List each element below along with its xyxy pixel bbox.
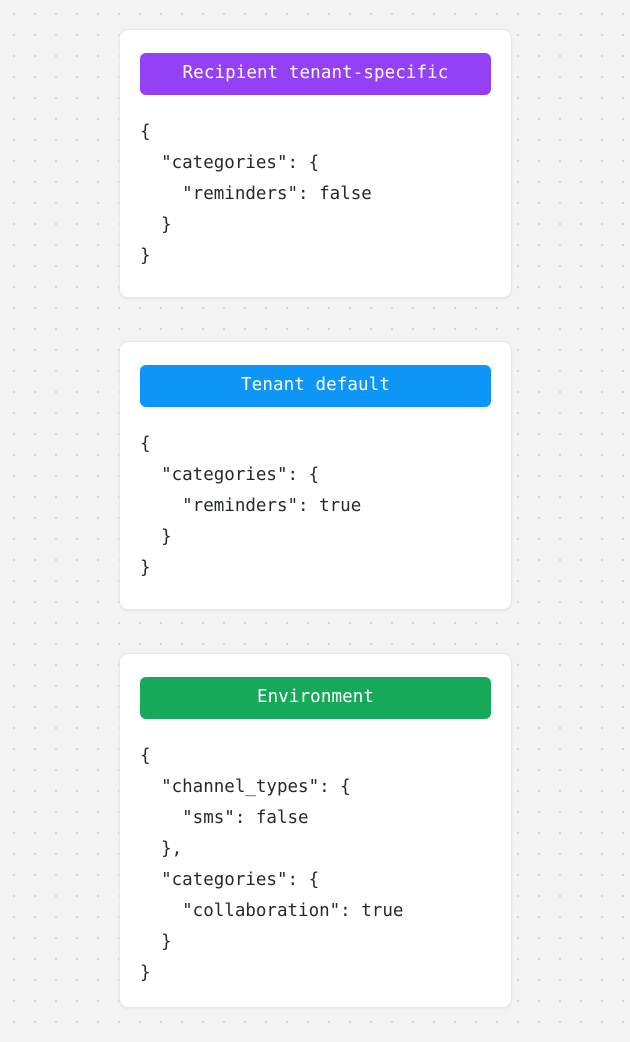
card-code-block-environment: { "channel_types": { "sms": false }, "ca…	[140, 746, 404, 983]
card-header-badge-tenant-default: Tenant default	[140, 365, 491, 407]
preference-card-environment: Environment { "channel_types": { "sms": …	[119, 653, 512, 1008]
card-code-block-tenant-default: { "categories": { "reminders": true } }	[140, 434, 362, 578]
card-header-badge-environment: Environment	[140, 677, 491, 719]
preference-card-tenant-default: Tenant default { "categories": { "remind…	[119, 341, 512, 610]
preference-card-recipient-tenant-specific: Recipient tenant-specific { "categories"…	[119, 29, 512, 298]
card-code-block-recipient-tenant-specific: { "categories": { "reminders": false } }	[140, 122, 372, 266]
card-header-badge-recipient-tenant-specific: Recipient tenant-specific	[140, 53, 491, 95]
